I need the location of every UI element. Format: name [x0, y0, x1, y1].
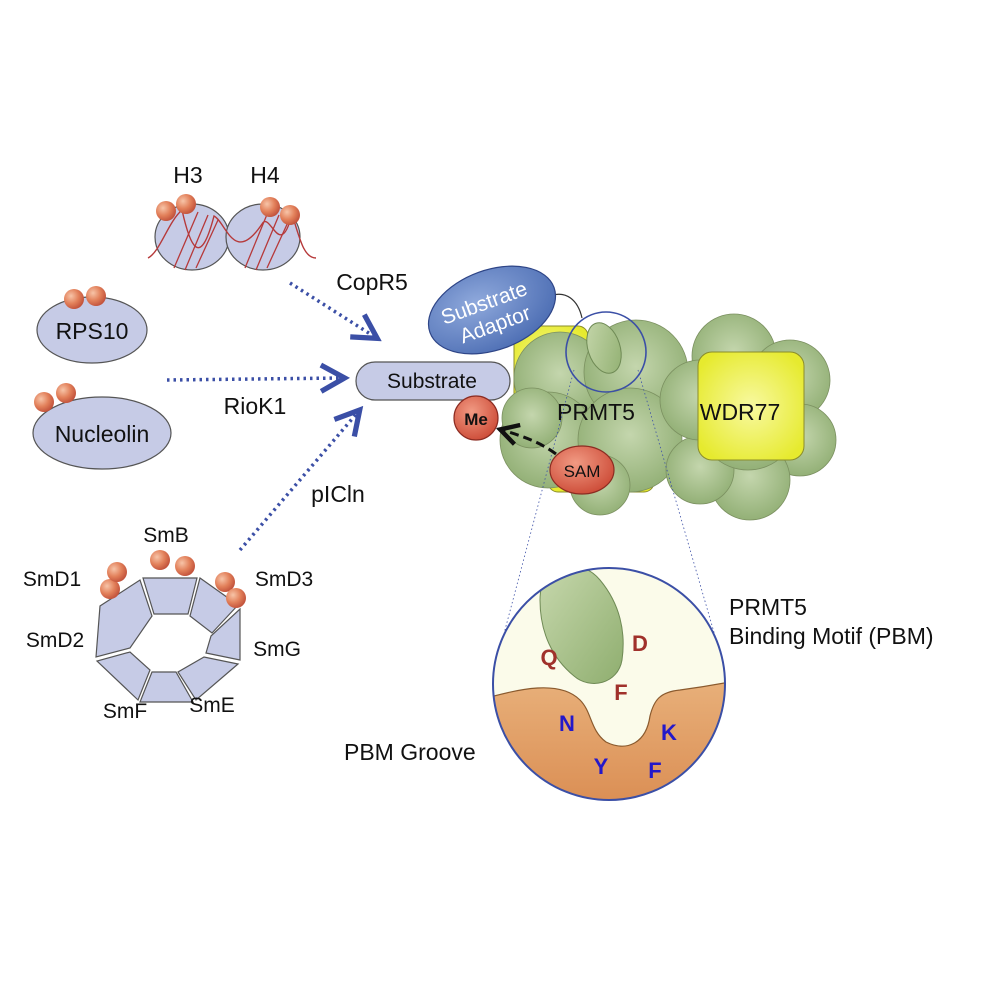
sm-segment-smg [205, 607, 241, 661]
h3-label: H3 [173, 162, 202, 188]
pbm-panel-outline [492, 567, 726, 801]
riok1-arrow [166, 378, 342, 380]
methyl-group: Me [453, 395, 499, 441]
rps10-label: RPS10 [56, 318, 129, 344]
smd1-label: SmD1 [23, 568, 81, 591]
rps10-protein: RPS10 [36, 286, 148, 364]
residue-d: D [632, 631, 648, 656]
sm-methyl-balls [100, 550, 246, 608]
methyl-transfer-arrow [502, 430, 557, 456]
smd3-label: SmD3 [255, 568, 313, 591]
nucleolin-protein: Nucleolin [32, 383, 172, 470]
riok1-label: RioK1 [224, 393, 287, 419]
residue-y: Y [594, 754, 609, 779]
substrate-pill: Substrate [355, 361, 511, 401]
sm-segment-smd3 [189, 577, 239, 634]
pbm-title-line1: PRMT5 [729, 594, 807, 620]
residue-f-groove: F [648, 758, 661, 783]
sm-ring [95, 577, 241, 703]
prmt5-label: PRMT5 [557, 399, 635, 425]
sam-cofactor: SAM [502, 430, 615, 495]
methyl-ball [34, 392, 54, 412]
pbm-groove-label: PBM Groove [344, 739, 476, 765]
adaptor-arrows [166, 281, 375, 552]
sm-segment-smd1 [95, 579, 153, 658]
pbm-title-line2: Binding Motif (PBM) [729, 623, 934, 649]
methyl-ball [156, 201, 176, 221]
wdr77-yellow-domain [697, 351, 805, 461]
sm-segment-sme [177, 656, 240, 701]
picln-label: pICln [311, 481, 365, 507]
pbm-peptide [586, 322, 622, 374]
sm-segment-smb [142, 577, 198, 615]
methyl-ball [86, 286, 106, 306]
histone-group: H3 H4 [147, 162, 317, 271]
sm-segment-smd2 [95, 651, 151, 702]
h4-label: H4 [250, 162, 280, 188]
methyl-ball [64, 289, 84, 309]
pbm-zoom-circle [565, 311, 647, 393]
smb-label: SmB [143, 524, 189, 547]
sam-label: SAM [564, 462, 601, 481]
substrate-adaptor: Substrate Adaptor [427, 265, 557, 355]
copr5-label: CopR5 [336, 269, 408, 295]
substrate-label: Substrate [387, 370, 477, 393]
nucleolin-label: Nucleolin [55, 421, 150, 447]
sm-segment-smf [139, 671, 195, 703]
residue-n: N [559, 711, 575, 736]
smg-label: SmG [253, 638, 301, 661]
smd2-label: SmD2 [26, 629, 84, 652]
sme-label: SmE [189, 694, 235, 717]
pbm-zoom-panel: Q D F N K Y F [492, 567, 726, 801]
wdr77-label: WDR77 [700, 399, 781, 425]
methyl-ball [260, 197, 280, 217]
pbm-peptide-zoom [539, 568, 624, 684]
methyl-ball [176, 194, 196, 214]
residue-k: K [661, 720, 677, 745]
residue-f-pbm: F [614, 680, 627, 705]
picln-arrow [238, 412, 358, 552]
smf-label: SmF [103, 700, 147, 723]
methyl-ball [280, 205, 300, 225]
residue-q: Q [540, 645, 557, 670]
methyl-ball [56, 383, 76, 403]
sm-ring-hole [145, 615, 195, 665]
me-label: Me [464, 410, 488, 429]
